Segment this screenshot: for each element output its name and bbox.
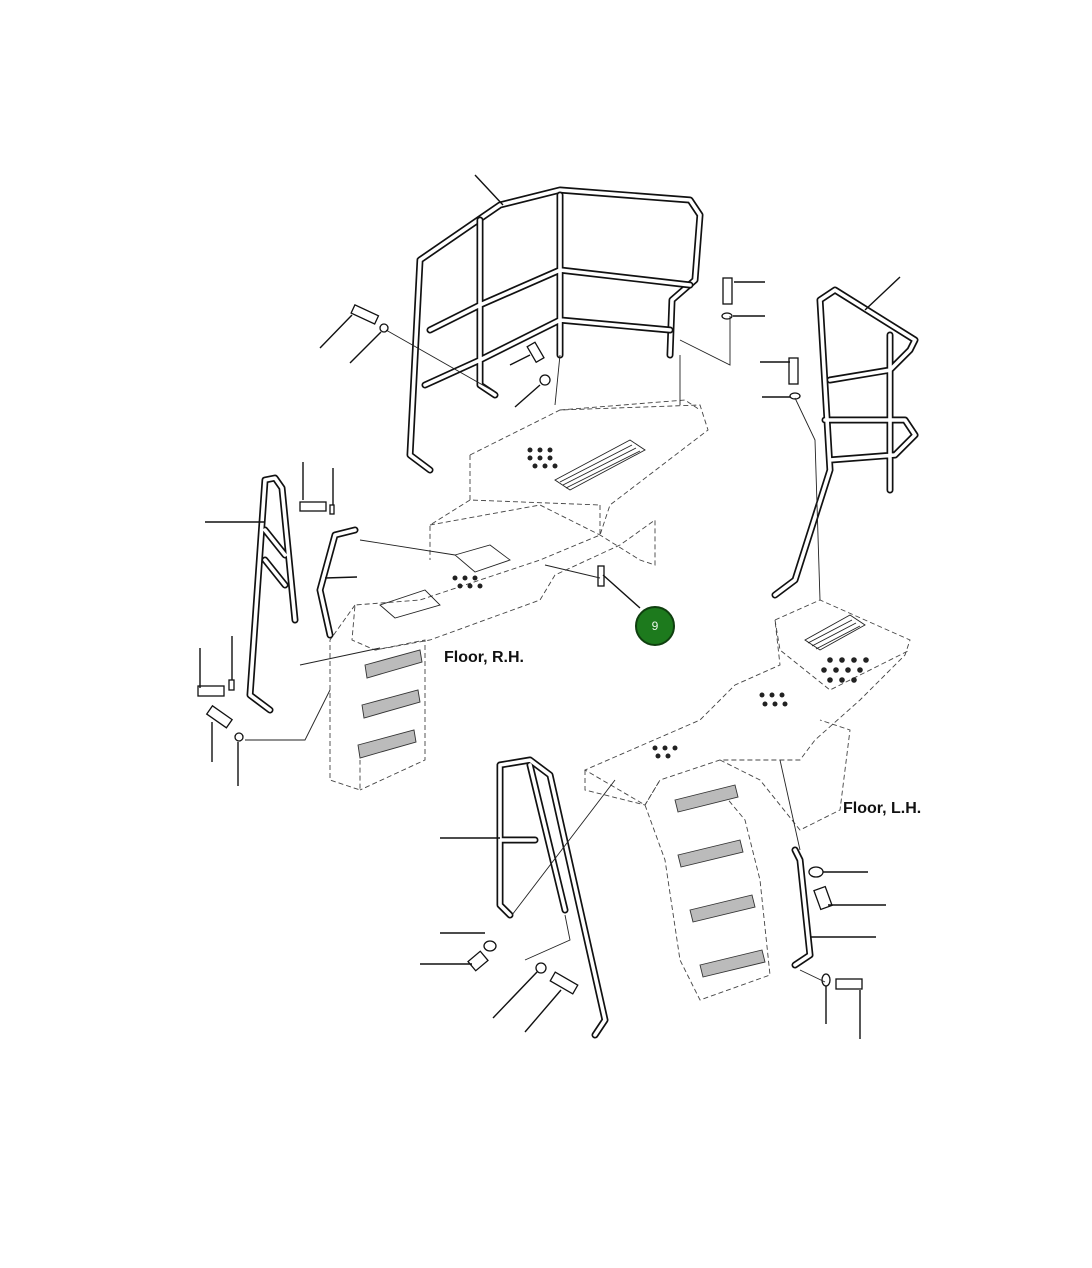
fasteners <box>197 277 863 995</box>
callout-number: 9 <box>651 619 659 633</box>
left-handrail <box>246 474 299 714</box>
callout-marker[interactable]: 9 <box>635 606 675 646</box>
rh-floor-platform <box>329 399 709 791</box>
right-handrail <box>771 286 919 599</box>
lh-floor-platform <box>584 599 911 1001</box>
floor-rh-label: Floor, R.H. <box>444 649 524 666</box>
assembly-lines <box>245 316 826 983</box>
floor-lh-label: Floor, L.H. <box>843 800 922 817</box>
top-handrail <box>406 186 704 474</box>
bottom-right-handrail <box>791 846 814 969</box>
bottom-center-handrail <box>496 756 609 1039</box>
small-left-handrail <box>316 526 359 639</box>
leader-lines <box>199 174 901 1039</box>
